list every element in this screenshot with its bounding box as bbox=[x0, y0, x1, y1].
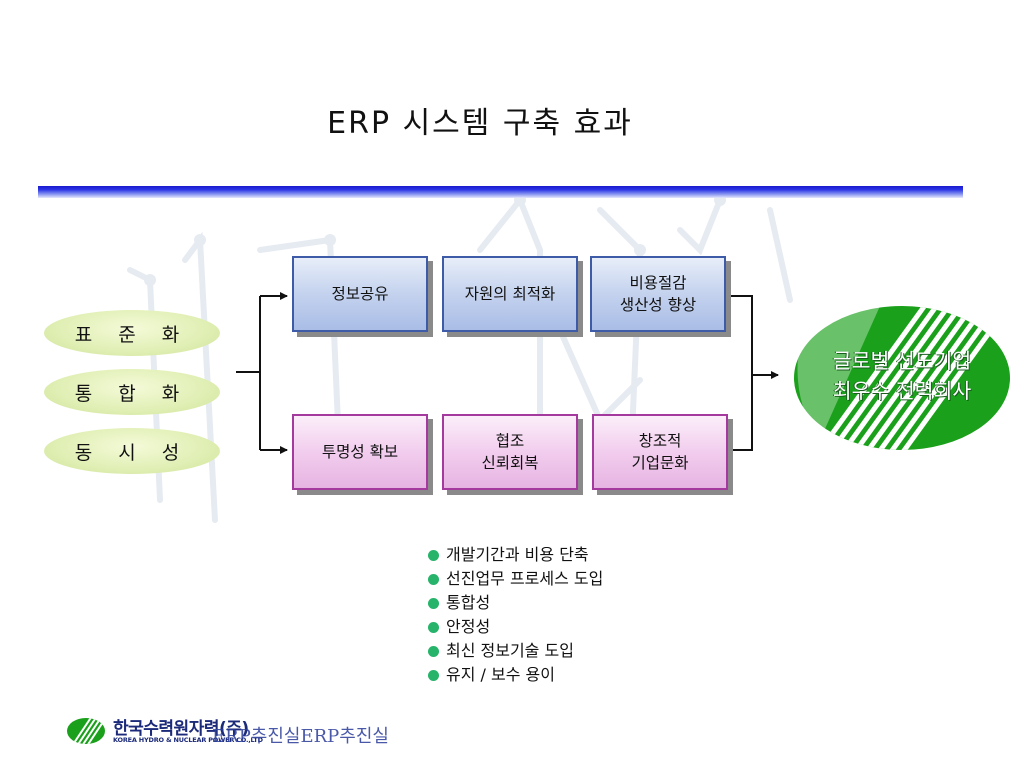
box-information-sharing: 정보공유 bbox=[292, 256, 428, 332]
title-underline-bar bbox=[38, 186, 963, 198]
bullet-dot-icon bbox=[428, 645, 439, 657]
list-item: 개발기간과 비용 단축 bbox=[428, 543, 603, 567]
bullet-dot-icon bbox=[428, 597, 439, 609]
pill-standardization: 표 준 화 bbox=[44, 310, 220, 356]
box-resource-optimization: 자원의 최적화 bbox=[442, 256, 578, 332]
box-cost-reduction: 비용절감 생산성 향상 bbox=[590, 256, 726, 332]
list-item: 선진업무 프로세스 도입 bbox=[428, 567, 603, 591]
bullet-dot-icon bbox=[428, 621, 439, 633]
company-name-korean: 한국수력원자력(주) bbox=[113, 719, 249, 739]
box-creative-culture: 창조적 기업문화 bbox=[592, 414, 728, 490]
company-logo-icon bbox=[67, 718, 105, 744]
box-cooperation-trust: 협조 신뢰회복 bbox=[442, 414, 578, 490]
list-item: 통합성 bbox=[428, 591, 603, 615]
slide-title: ERP 시스템 구축 효과 bbox=[327, 106, 633, 141]
pill-simultaneity: 동 시 성 bbox=[44, 428, 220, 474]
pill-integration: 통 합 화 bbox=[44, 369, 220, 415]
bullet-dot-icon bbox=[428, 549, 439, 561]
box-transparency: 투명성 확보 bbox=[292, 414, 428, 490]
list-item: 안정성 bbox=[428, 615, 603, 639]
bullet-dot-icon bbox=[428, 573, 439, 585]
benefit-list: 개발기간과 비용 단축 선진업무 프로세스 도입 통합성 안정성 최신 정보기술… bbox=[428, 543, 603, 687]
list-item: 최신 정보기술 도입 bbox=[428, 639, 603, 663]
department-label: ERP추진실ERP추진실 bbox=[212, 726, 389, 747]
list-item: 유지 / 보수 용이 bbox=[428, 663, 603, 687]
connector-right-merge bbox=[727, 295, 753, 451]
goal-text: 글로벌 선도기업 최우수 전력회사 bbox=[832, 349, 972, 403]
company-name-english: KOREA HYDRO & NUCLEAR POWER CO.,LTD bbox=[113, 736, 263, 744]
bullet-dot-icon bbox=[428, 669, 439, 681]
